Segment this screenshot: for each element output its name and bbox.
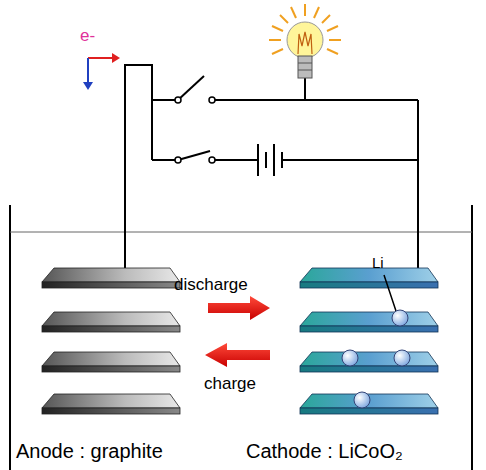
light-ray	[272, 49, 283, 54]
graphite-plate	[42, 268, 180, 282]
light-ray	[327, 26, 338, 31]
lithium-ions	[342, 310, 410, 408]
graphite-plate	[42, 282, 180, 288]
light-ray	[272, 26, 283, 31]
switch-contact	[175, 97, 181, 103]
switch-contact	[175, 157, 181, 163]
battery-symbol	[258, 144, 282, 176]
switch-contact	[209, 97, 215, 103]
licoo2-plate	[300, 326, 438, 332]
circuit-wire	[212, 99, 418, 101]
lithium-ion	[394, 350, 410, 366]
circuit-wire	[125, 65, 152, 268]
anode-plates	[42, 268, 180, 414]
direction-label: discharge	[174, 275, 248, 295]
switch-symbol	[175, 76, 215, 163]
licoo2-plate	[300, 312, 438, 326]
lithium-ion	[392, 310, 408, 326]
graphite-plate	[42, 366, 180, 372]
lamp-base	[298, 70, 312, 71]
discharge-arrow	[208, 296, 270, 320]
electrode-label: Cathode : LiCoO₂	[246, 440, 403, 463]
circuit-wire	[212, 159, 258, 161]
lamp-base	[298, 63, 312, 64]
cathode-plates	[300, 268, 438, 414]
light-ray	[269, 39, 281, 41]
light-ray	[329, 39, 341, 41]
licoo2-plate	[300, 282, 438, 288]
graphite-plate	[42, 326, 180, 332]
graphite-plate	[42, 352, 180, 366]
graphite-plate	[42, 312, 180, 326]
electron-label: e-	[80, 26, 95, 46]
circuit-wire	[125, 65, 418, 268]
circuit-wire	[282, 159, 418, 161]
circuit-wire	[152, 159, 178, 161]
light-ray	[304, 4, 306, 16]
licoo2-plate	[300, 352, 438, 366]
container-wall	[9, 205, 11, 470]
electron-arrow	[88, 57, 112, 59]
battery-plate	[281, 152, 283, 168]
lamp-base	[298, 56, 312, 78]
battery-plate	[257, 144, 259, 176]
lamp-symbol	[269, 4, 341, 78]
light-ray	[314, 7, 319, 18]
switch-blade	[178, 151, 210, 160]
battery-plate	[265, 152, 267, 168]
charge-arrow	[205, 343, 270, 367]
light-ray	[280, 15, 288, 23]
electron-arrow	[112, 53, 120, 63]
licoo2-plate	[300, 268, 438, 282]
lithium-ion	[342, 350, 358, 366]
light-ray	[291, 7, 296, 18]
electrode-label: Anode : graphite	[16, 440, 163, 463]
lamp-bulb	[287, 22, 323, 58]
electron-arrow	[87, 58, 89, 82]
graphite-plate	[42, 408, 180, 414]
circuit-wire	[152, 99, 178, 101]
licoo2-plate	[300, 408, 438, 414]
switch-blade	[178, 76, 204, 100]
switch-contact	[209, 157, 215, 163]
light-ray	[327, 49, 338, 54]
direction-label: charge	[204, 374, 256, 394]
ion-label: Li	[372, 254, 384, 271]
electrolyte-surface	[10, 232, 472, 233]
electron-arrow	[83, 82, 93, 90]
electron-flow-arrows	[83, 53, 120, 90]
circuit-wire	[417, 100, 419, 268]
graphite-plate	[42, 394, 180, 408]
container-wall	[471, 205, 473, 470]
circuit-wire	[304, 78, 306, 100]
light-ray	[322, 15, 330, 23]
battery-plate	[273, 144, 275, 176]
lithium-ion	[354, 392, 370, 408]
licoo2-plate	[300, 366, 438, 372]
lamp-filament	[298, 32, 312, 54]
leader-line	[384, 275, 396, 311]
